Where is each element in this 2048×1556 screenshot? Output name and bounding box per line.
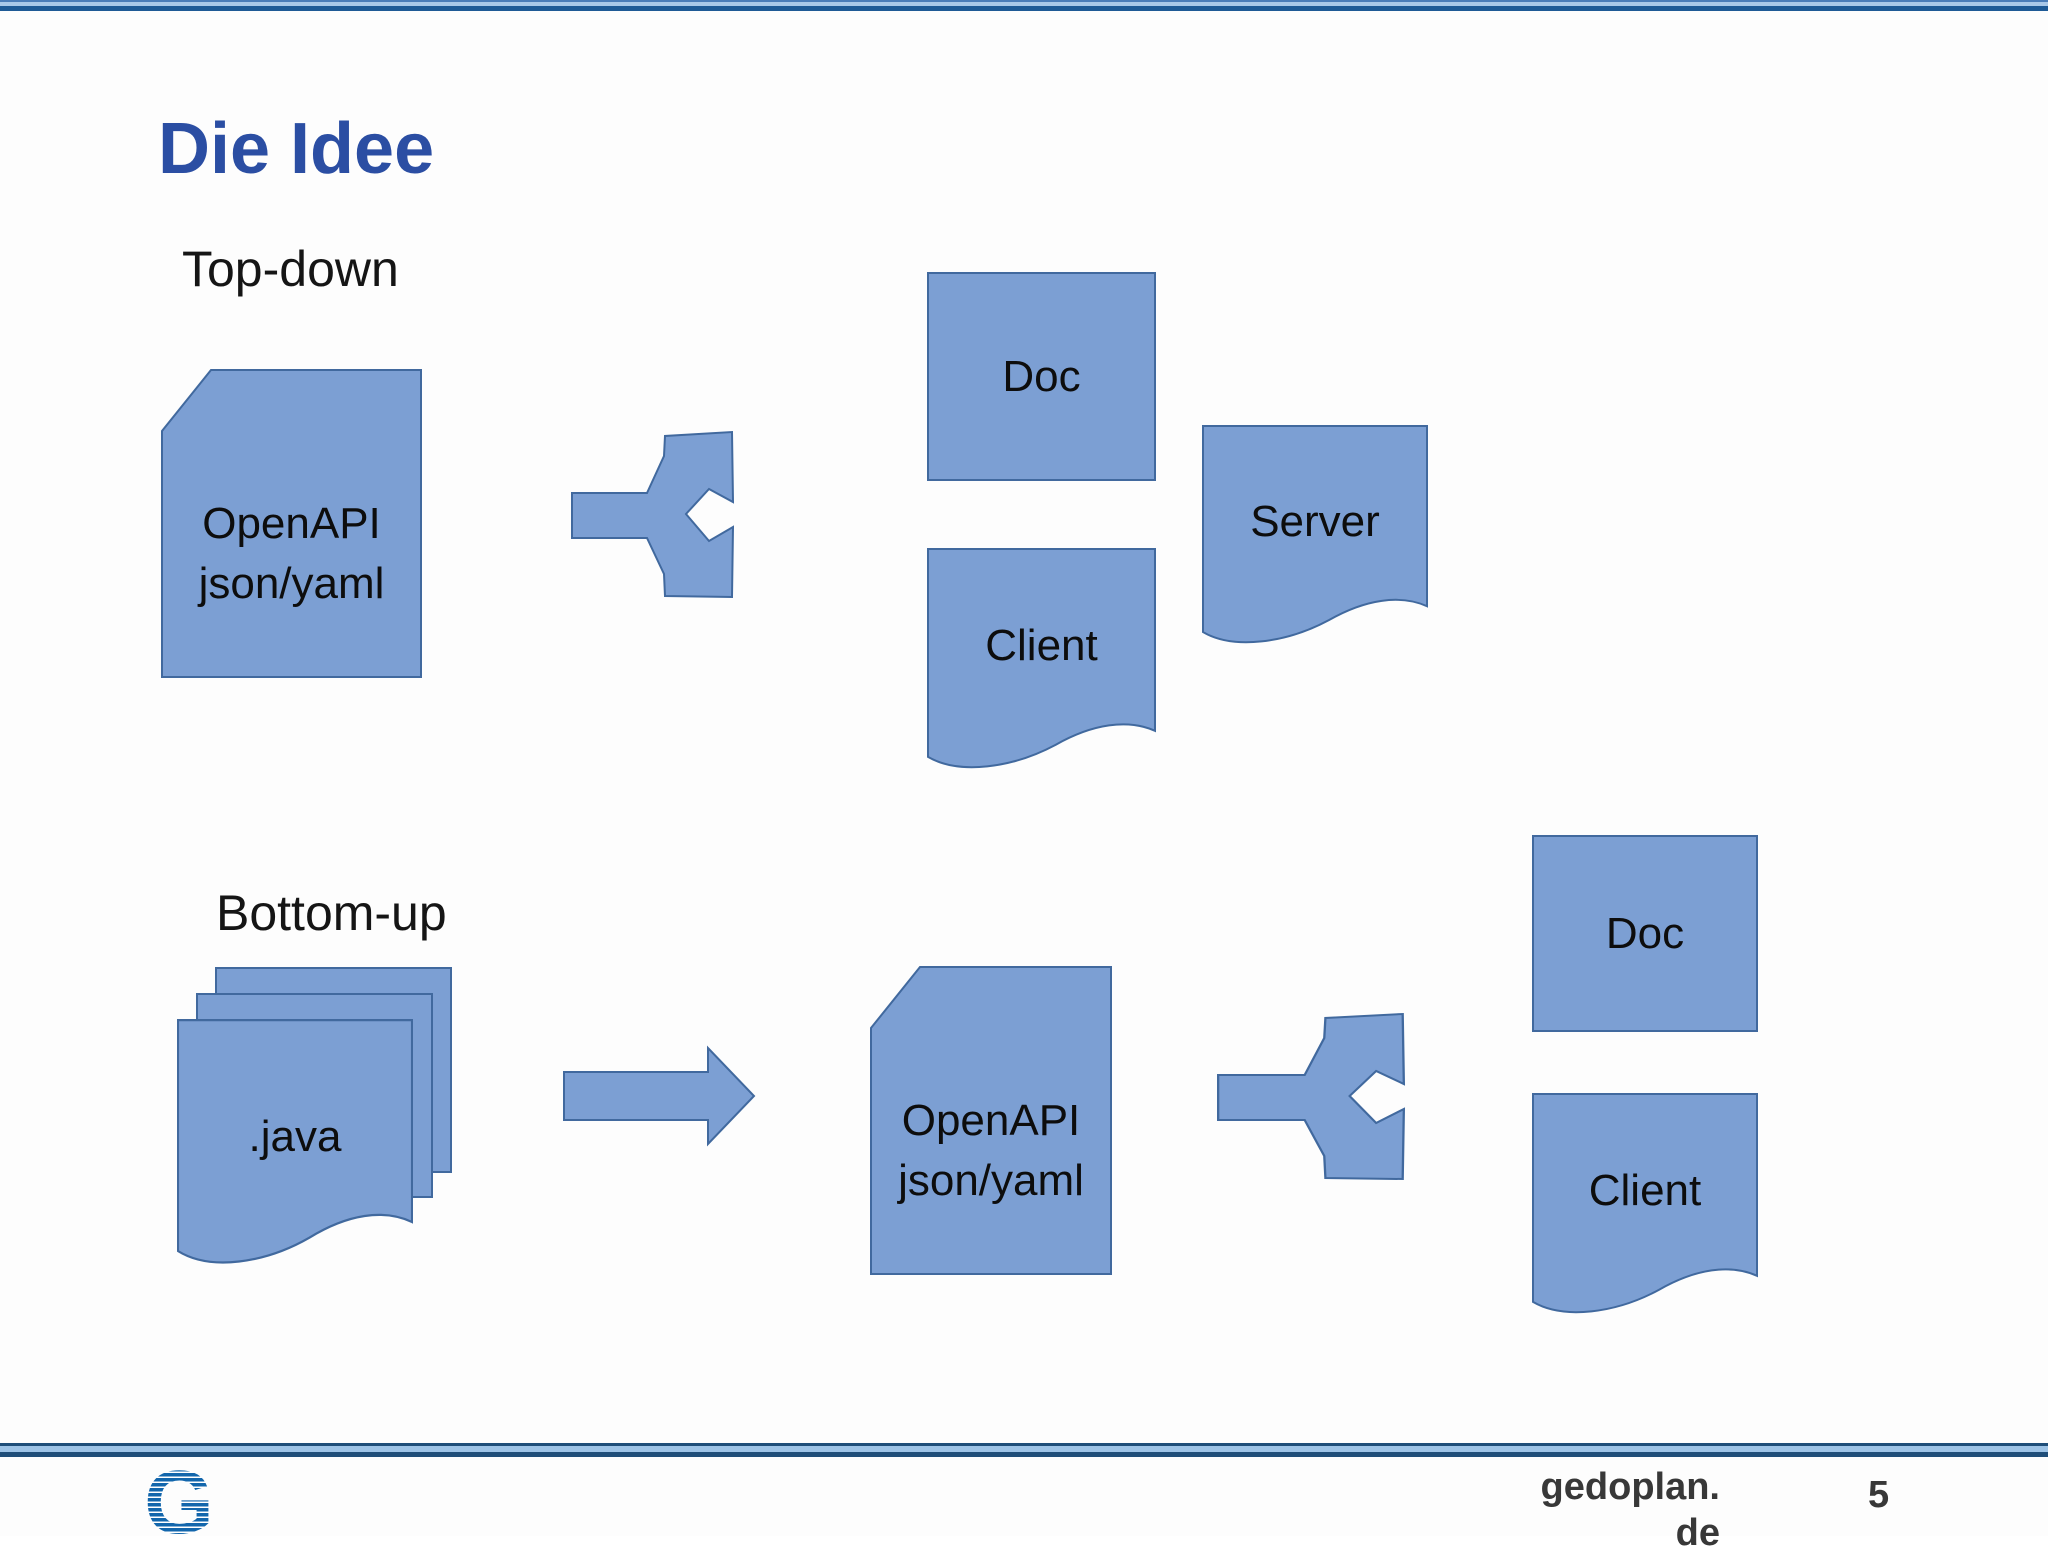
java-source-shape: .java	[177, 1019, 413, 1270]
bottomup-split-arrow-icon	[1217, 1012, 1406, 1181]
bottomup-intermediate-line1: OpenAPI	[901, 1096, 1081, 1146]
bottomup-output-doc: Doc	[1605, 908, 1685, 958]
bottomup-doc-box: Doc	[1532, 835, 1758, 1032]
footer-site-text: gedoplan. de	[1470, 1464, 1720, 1556]
topdown-output-doc: Doc	[1002, 351, 1081, 401]
wavy-document-icon	[1532, 1093, 1758, 1314]
bottomup-openapi-shape: OpenAPI json/yaml	[870, 966, 1112, 1275]
footer-site-line1: gedoplan.	[1540, 1466, 1720, 1508]
topdown-output-client: Client	[985, 621, 1098, 671]
split-arrow-glyph	[1217, 1012, 1406, 1181]
topdown-source-line1: OpenAPI	[202, 499, 381, 549]
bottomup-right-arrow-icon	[563, 1045, 756, 1147]
wavy-document-icon	[177, 1019, 413, 1264]
topdown-split-arrow-icon	[571, 430, 735, 599]
bottomup-source-label: .java	[248, 1111, 342, 1161]
topdown-doc-box: Doc	[927, 272, 1156, 481]
rectangle-icon	[927, 272, 1156, 481]
top-border-band	[0, 0, 2048, 11]
section-label-top-down: Top-down	[182, 241, 399, 297]
bottomup-intermediate-line2: json/yaml	[898, 1155, 1084, 1205]
cut-corner-document-icon	[161, 369, 422, 678]
topdown-openapi-shape: OpenAPI json/yaml	[161, 369, 422, 678]
bottom-border-band	[0, 1443, 2048, 1457]
split-arrow-glyph	[571, 430, 735, 599]
rectangle-icon	[1532, 835, 1758, 1032]
page-title: Die Idee	[158, 109, 435, 189]
topdown-server-shape: Server	[1202, 425, 1428, 649]
topdown-output-server: Server	[1250, 497, 1380, 547]
wavy-document-icon	[1202, 425, 1428, 644]
footer-site-line2: de	[1675, 1512, 1720, 1554]
page-number: 5	[1868, 1474, 1890, 1516]
cut-corner-document-icon	[870, 966, 1112, 1275]
gedoplan-logo-icon: G	[144, 1453, 215, 1553]
topdown-source-line2: json/yaml	[198, 558, 385, 608]
topdown-client-shape: Client	[927, 548, 1156, 774]
wavy-document-icon	[927, 548, 1156, 769]
section-label-bottom-up: Bottom-up	[216, 885, 447, 941]
bottomup-client-shape: Client	[1532, 1093, 1758, 1319]
right-arrow-glyph	[563, 1045, 756, 1147]
bottomup-output-client: Client	[1588, 1166, 1702, 1216]
